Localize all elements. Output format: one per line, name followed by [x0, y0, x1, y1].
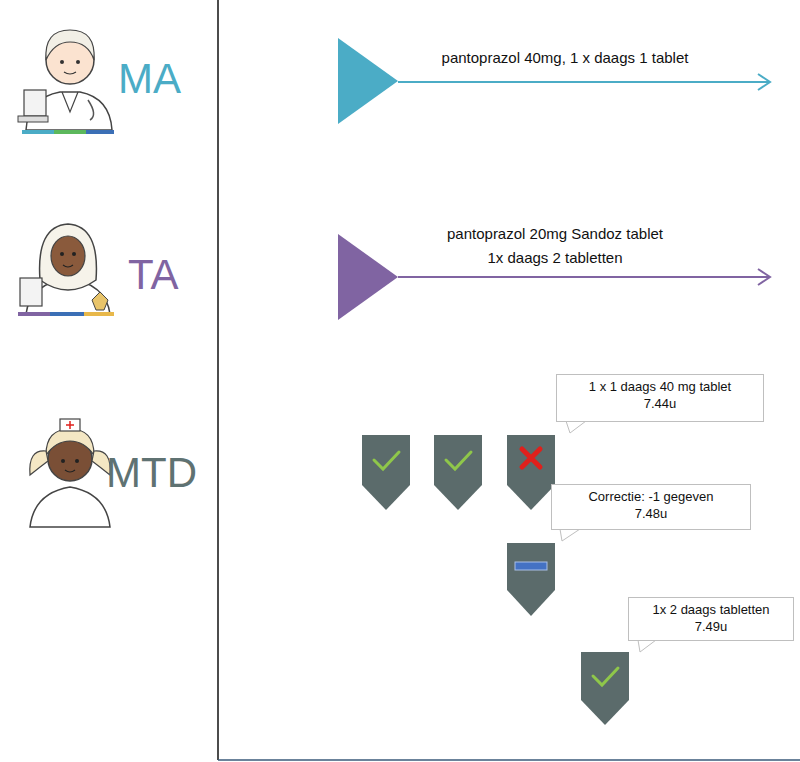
callout-tail [566, 421, 586, 433]
check-marker [362, 435, 410, 510]
callout-tail [560, 529, 580, 541]
callout-tail [638, 640, 656, 652]
timeline-arrow [398, 276, 770, 278]
role-label: MTD [106, 452, 197, 494]
arrow-head [758, 74, 770, 90]
pharmacist-avatar [18, 224, 114, 316]
check-marker [581, 652, 629, 725]
nurse-avatar [30, 419, 110, 527]
prescription-text: pantoprazol 40mg, 1 x daags 1 tablet [442, 46, 689, 70]
callout-text: 1 x 1 daags 40 mg tablet [567, 378, 753, 395]
callout-box: 1x 2 daags tabletten7.49u [628, 597, 794, 641]
start-triangle [338, 234, 398, 320]
check-marker [434, 435, 482, 510]
minus-marker [507, 543, 555, 616]
timeline-arrow [398, 81, 770, 83]
prescription-text: pantoprazol 20mg Sandoz tablet 1x daags … [441, 222, 669, 270]
callout-time: 7.44u [567, 395, 753, 412]
callout-text: 1x 2 daags tabletten [639, 601, 783, 618]
callout-time: 7.49u [639, 618, 783, 635]
callout-box: Correctie: -1 gegeven7.48u [551, 484, 751, 530]
time-axis [218, 759, 800, 761]
doctor-avatar [18, 30, 114, 134]
callout-text: Correctie: -1 gegeven [562, 488, 740, 505]
callout-box: 1 x 1 daags 40 mg tablet7.44u [556, 374, 764, 422]
role-label: TA [128, 254, 179, 296]
cross-marker [507, 435, 555, 510]
vertical-axis [217, 0, 219, 760]
start-triangle [338, 38, 398, 124]
callout-time: 7.48u [562, 505, 740, 522]
role-label: MA [118, 58, 181, 100]
arrow-head [758, 269, 770, 285]
